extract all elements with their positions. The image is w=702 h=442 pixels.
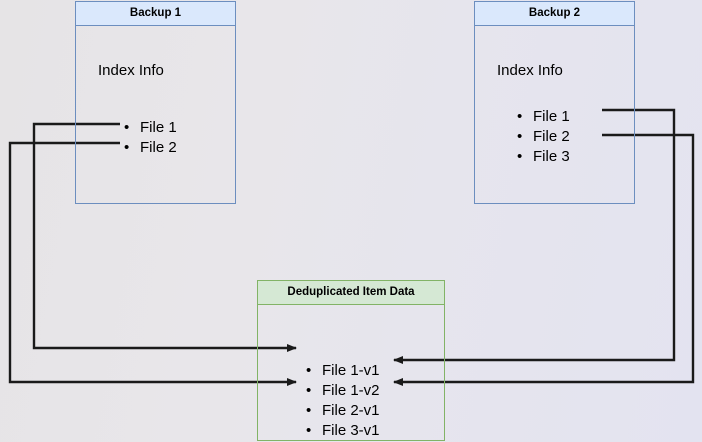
list-item: File 1-v1 (306, 361, 380, 381)
list-item: File 1-v2 (306, 381, 380, 401)
connector-b1-file2-to-file2v1 (8, 141, 297, 386)
node-backup-1-file-list: File 1 File 2 (124, 118, 177, 158)
node-backup-2[interactable]: Backup 2 Index Info File 1 File 2 File 3 (474, 1, 635, 204)
node-deduplicated-item-data-file-list: File 1-v1 File 1-v2 File 2-v1 File 3-v1 (306, 361, 380, 441)
connector-b2-file2-to-file2v1 (393, 133, 695, 386)
node-deduplicated-item-data-body: File 1-v1 File 1-v2 File 2-v1 File 3-v1 (258, 305, 444, 441)
list-item: File 2-v1 (306, 401, 380, 421)
node-backup-1-body: Index Info File 1 File 2 (76, 26, 235, 203)
list-item: File 2 (124, 138, 177, 158)
list-item: File 3 (517, 147, 570, 167)
connector-b1-file1-to-file1v1 (32, 122, 297, 352)
node-backup-2-header: Backup 2 (475, 2, 634, 26)
node-deduplicated-item-data[interactable]: Deduplicated Item Data File 1-v1 File 1-… (257, 280, 445, 441)
node-deduplicated-item-data-header: Deduplicated Item Data (258, 281, 444, 305)
connector-b2-file1-to-file1v2 (393, 108, 676, 364)
list-item: File 1 (124, 118, 177, 138)
list-item: File 1 (517, 107, 570, 127)
node-backup-1-caption: Index Info (98, 62, 164, 79)
node-backup-2-caption: Index Info (497, 62, 563, 79)
node-backup-1[interactable]: Backup 1 Index Info File 1 File 2 (75, 1, 236, 204)
list-item: File 3-v1 (306, 421, 380, 441)
node-backup-2-body: Index Info File 1 File 2 File 3 (475, 26, 634, 203)
node-backup-2-file-list: File 1 File 2 File 3 (517, 107, 570, 167)
list-item: File 2 (517, 127, 570, 147)
node-backup-1-header: Backup 1 (76, 2, 235, 26)
